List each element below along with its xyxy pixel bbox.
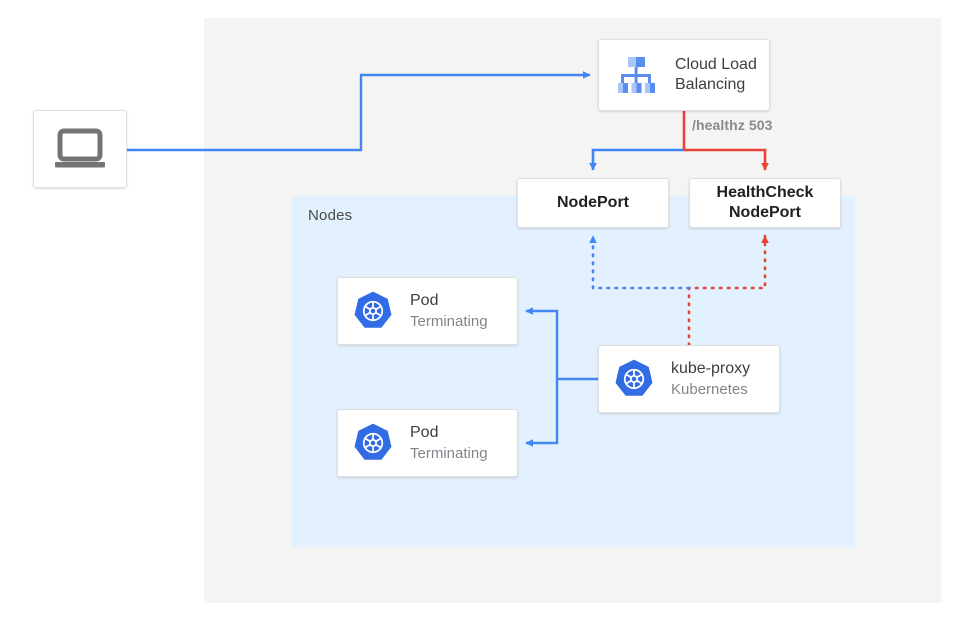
healthcheck-nodeport-card: HealthCheck NodePort — [689, 178, 841, 228]
cloud-load-balancing-card: Cloud Load Balancing — [598, 39, 770, 111]
healthcheck-nodeport-label-line1: HealthCheck — [716, 184, 814, 202]
kubernetes-icon — [352, 290, 394, 332]
kubernetes-icon — [613, 358, 655, 400]
pod-card-1: Pod Terminating — [337, 277, 518, 345]
client-device-inner — [34, 111, 126, 187]
pod-1-subtitle: Terminating — [410, 312, 488, 330]
nodes-region-label: Nodes — [308, 207, 353, 224]
pod-2-inner: Pod Terminating — [338, 410, 517, 476]
pod-2-text: Pod Terminating — [410, 423, 488, 463]
laptop-icon — [55, 128, 105, 168]
healthcheck-nodeport-label-line2: NodePort — [728, 204, 801, 221]
kube-proxy-subtitle: Kubernetes — [671, 380, 748, 398]
cloud-load-balancing-icon — [613, 52, 659, 98]
healthz-edge-label: /healthz 503 — [692, 117, 773, 133]
healthcheck-nodeport-label: HealthCheck NodePort — [717, 183, 814, 222]
cloud-load-balancing-text: Cloud Load Balancing — [675, 55, 757, 96]
client-device-card — [33, 110, 127, 188]
cloud-load-balancing-inner: Cloud Load Balancing — [599, 40, 769, 110]
nodeport-label: NodePort — [557, 194, 629, 212]
kubernetes-icon — [352, 422, 394, 464]
cloud-load-balancing-title-line2: Balancing — [675, 76, 746, 93]
pod-2-title: Pod — [410, 424, 439, 442]
kube-proxy-inner: kube-proxy Kubernetes — [599, 346, 779, 412]
pod-2-subtitle: Terminating — [410, 444, 488, 462]
pod-1-text: Pod Terminating — [410, 291, 488, 331]
kube-proxy-card: kube-proxy Kubernetes — [598, 345, 780, 413]
nodeport-card: NodePort — [517, 178, 669, 228]
pod-1-title: Pod — [410, 292, 439, 310]
pod-card-2: Pod Terminating — [337, 409, 518, 477]
pod-1-inner: Pod Terminating — [338, 278, 517, 344]
cloud-load-balancing-title-line1: Cloud Load — [675, 55, 757, 73]
kube-proxy-title: kube-proxy — [671, 360, 751, 378]
kube-proxy-text: kube-proxy Kubernetes — [671, 359, 750, 399]
